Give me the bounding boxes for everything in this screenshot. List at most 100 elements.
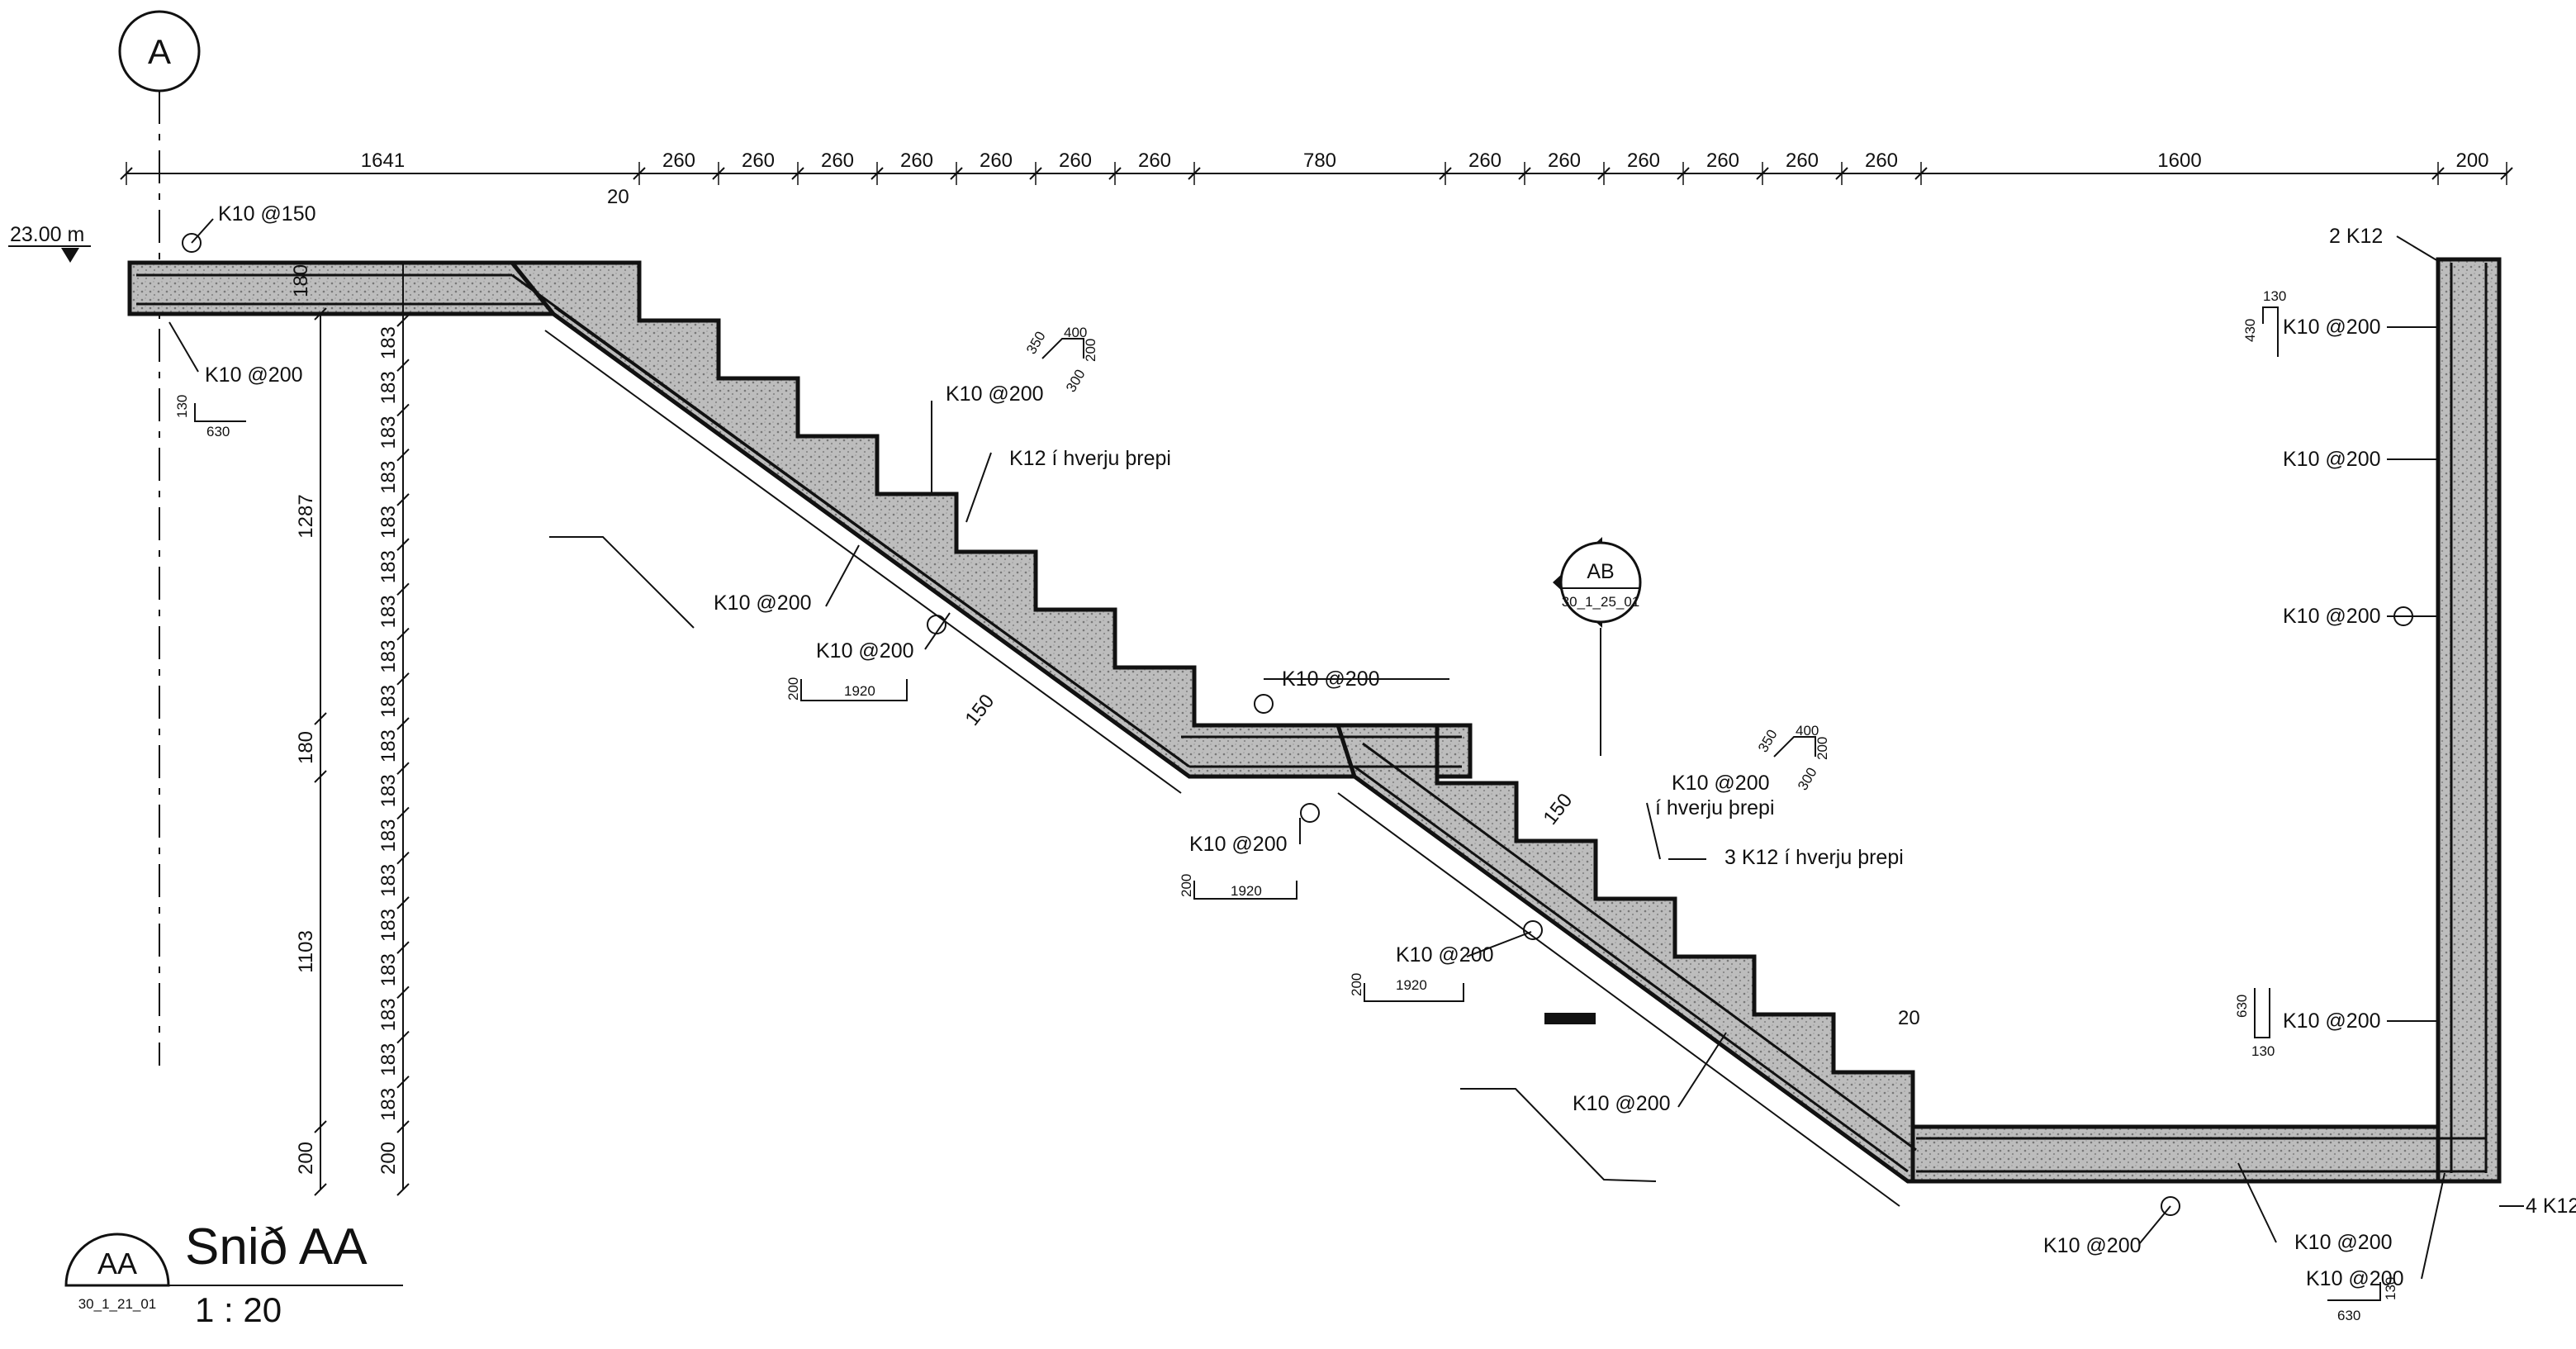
- top-dim-label: 200: [2455, 150, 2488, 172]
- top-dim-label: 1641: [361, 150, 405, 172]
- label-k10-200-mid-landing-bottom: K10 @200: [1189, 833, 1288, 856]
- tick: [396, 493, 410, 506]
- left-inner-dim-label: 183: [377, 326, 400, 359]
- left-inner-dim-label: 183: [377, 729, 400, 762]
- svg-text:300: 300: [1795, 765, 1820, 793]
- left-inner-dim-label: 183: [377, 998, 400, 1031]
- section-ref-sheet: 30_1_21_01: [78, 1296, 157, 1312]
- svg-text:400: 400: [1064, 325, 1087, 340]
- elevation-value: 23.00 m: [10, 223, 84, 246]
- detail-callout-sheet: 30_1_25_01: [1562, 594, 1640, 610]
- svg-text:200: 200: [1083, 339, 1098, 362]
- grid-bubble-label: A: [148, 32, 171, 71]
- top-dim-label: 260: [900, 150, 933, 172]
- svg-text:200: 200: [1179, 874, 1194, 897]
- right-wall: [2436, 257, 2502, 1184]
- tick: [314, 1120, 327, 1133]
- label-k10-200-mid-landing: K10 @200: [1282, 667, 1380, 691]
- rebar-label-text: K10 @150 K10 @200 K10 @200 K12 í hverju …: [205, 186, 2576, 1290]
- tick: [396, 941, 410, 954]
- tick: [396, 314, 410, 327]
- upper-stair-flight: [507, 260, 1473, 779]
- top-dim-label: 260: [1627, 150, 1660, 172]
- tick: [396, 762, 410, 775]
- tick: [396, 538, 410, 551]
- section-tag: [1544, 1013, 1596, 1024]
- dim-150-lower: 150: [1539, 790, 1577, 829]
- top-dim-label: 260: [1865, 150, 1898, 172]
- cut-marks: [549, 536, 1657, 1182]
- dim-150-upper: 150: [961, 691, 999, 730]
- top-dim-label: 260: [742, 150, 775, 172]
- label-k10-200-wall-4: K10 @200: [2283, 1009, 2381, 1033]
- label-k10-200-upper-underside: K10 @200: [714, 591, 812, 615]
- rebar-labels: [168, 218, 2524, 1280]
- bar-shapes: [194, 306, 2381, 1301]
- label-k10-200-lower-underside: K10 @200: [1573, 1092, 1671, 1115]
- section-ref-letter: AA: [97, 1247, 137, 1280]
- tick: [314, 1183, 327, 1196]
- label-k10-200-per-step-lower: K10 @200: [1672, 772, 1770, 795]
- left-inner-dim-label: 183: [377, 550, 400, 583]
- left-outer-dim-label: 1103: [295, 930, 317, 973]
- svg-text:130: 130: [2251, 1043, 2275, 1059]
- tick: [314, 307, 327, 321]
- top-dim-label: 1600: [2157, 150, 2201, 172]
- label-per-step-lower: í hverju þrepi: [1655, 796, 1775, 819]
- left-inner-dim-label: 183: [377, 774, 400, 807]
- label-k10-200-wall-3: K10 @200: [2283, 605, 2381, 628]
- tick: [396, 1120, 410, 1133]
- tick: [396, 1183, 410, 1196]
- svg-text:630: 630: [2234, 995, 2250, 1018]
- elevation-marker: 23.00 m: [8, 223, 91, 263]
- drawing-scale: 1 : 20: [195, 1290, 282, 1329]
- top-dim-label: 260: [1706, 150, 1739, 172]
- left-inner-dim-label: 183: [377, 595, 400, 628]
- top-dim-label: 260: [1138, 150, 1171, 172]
- svg-text:200: 200: [1349, 973, 1364, 996]
- tick: [396, 627, 410, 641]
- left-inner-dim-label: 183: [377, 1043, 400, 1076]
- label-k10-200-top-slab: K10 @200: [205, 363, 303, 387]
- svg-text:630: 630: [2337, 1308, 2360, 1323]
- label-3k12-per-step: 3 K12 í hverju þrepi: [1724, 846, 1904, 869]
- svg-text:630: 630: [206, 424, 230, 439]
- tick: [396, 896, 410, 910]
- left-inner-dim-label: 183: [377, 685, 400, 718]
- detail-callout-letter: AB: [1587, 560, 1614, 583]
- left-inner-dim-label: 183: [377, 909, 400, 942]
- tick: [396, 717, 410, 730]
- svg-text:130: 130: [2263, 288, 2286, 304]
- label-k10-150: K10 @150: [218, 202, 316, 226]
- svg-text:350: 350: [1755, 727, 1781, 755]
- label-k12-per-step-upper: K12 í hverju þrepi: [1009, 447, 1171, 470]
- grid-bubble-a: A: [118, 10, 201, 1066]
- svg-text:200: 200: [1815, 737, 1830, 760]
- left-inner-dim-label: 183: [377, 864, 400, 897]
- label-4k12: 4 K12: [2526, 1195, 2576, 1218]
- svg-text:430: 430: [2242, 319, 2258, 342]
- top-dim-label: 780: [1303, 150, 1336, 172]
- tick: [396, 986, 410, 1000]
- svg-text:350: 350: [1023, 329, 1049, 357]
- left-dimension-inner: 1831831831831831831831831831831831831831…: [377, 263, 410, 1196]
- top-dim-label: 260: [662, 150, 695, 172]
- bottom-slab: [1910, 1124, 2502, 1184]
- left-inner-dim-label: 183: [377, 819, 400, 853]
- label-k10-200-wall-2: K10 @200: [2283, 448, 2381, 471]
- top-dim-label: 260: [1468, 150, 1501, 172]
- dim-20-top: 20: [607, 186, 629, 208]
- left-inner-dim-label: 183: [377, 640, 400, 673]
- top-dim-label: 260: [821, 150, 854, 172]
- tick: [396, 1076, 410, 1089]
- left-outer-dim-label: 1287: [295, 494, 317, 538]
- dim-20-bottom: 20: [1898, 1007, 1920, 1029]
- label-k10-200-bottom-slab-2: K10 @200: [2294, 1231, 2393, 1254]
- left-inner-dim-label: 183: [377, 371, 400, 404]
- tick: [396, 851, 410, 865]
- label-k10-200-lower-dist: K10 @200: [1396, 943, 1494, 967]
- label-k10-200-upper-flight: K10 @200: [946, 382, 1044, 406]
- title-block: AA 30_1_21_01 Snið AA 1 : 20: [64, 1218, 403, 1329]
- tick: [396, 806, 410, 820]
- label-k10-200-upper-dist: K10 @200: [816, 639, 914, 663]
